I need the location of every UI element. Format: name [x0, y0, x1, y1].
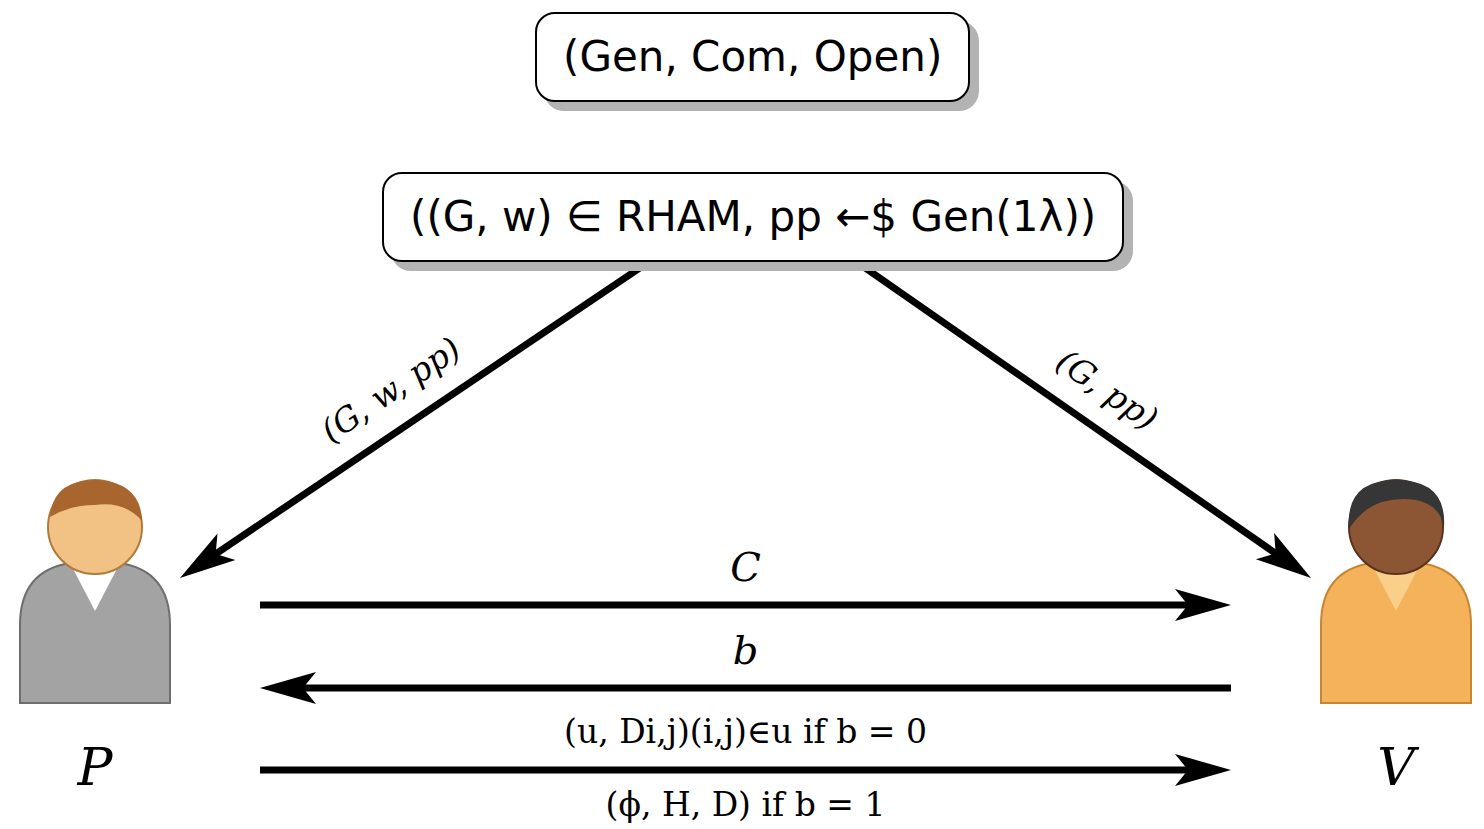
- verifier-person: V: [1316, 475, 1476, 796]
- person-hair: [50, 480, 142, 521]
- person-icon: [1316, 475, 1476, 705]
- box-text: (Gen, Com, Open): [563, 32, 942, 82]
- setup-box: ((G, w) ∈ RHAM, pp ←$ Gen(1λ)): [382, 172, 1124, 262]
- party-name: V: [1316, 739, 1476, 796]
- message-label: (G, w, pp): [310, 326, 473, 453]
- message-arrow: [860, 264, 1295, 566]
- message-arrow: [280, 685, 1231, 692]
- message-arrow: [260, 602, 1211, 609]
- message-arrow: [260, 767, 1211, 774]
- person-head: [48, 480, 142, 574]
- scheme-box: (Gen, Com, Open): [535, 12, 970, 102]
- person-body: [1321, 563, 1471, 703]
- message-label: (u, Di,j)(i,j)∈u if b = 0: [558, 713, 933, 751]
- message-label: b: [727, 627, 765, 673]
- message-label: C: [724, 544, 767, 590]
- message-label: (G, pp): [1045, 338, 1170, 441]
- message-arrow: [197, 264, 645, 566]
- person-hair: [1349, 480, 1444, 529]
- person-icon: [15, 475, 175, 705]
- box-text: ((G, w) ∈ RHAM, pp ←$ Gen(1λ)): [410, 192, 1096, 242]
- party-name: P: [15, 739, 175, 796]
- message-label: (ϕ, H, D) if b = 1: [600, 786, 892, 824]
- person-body: [20, 563, 170, 703]
- prover-person: P: [15, 475, 175, 796]
